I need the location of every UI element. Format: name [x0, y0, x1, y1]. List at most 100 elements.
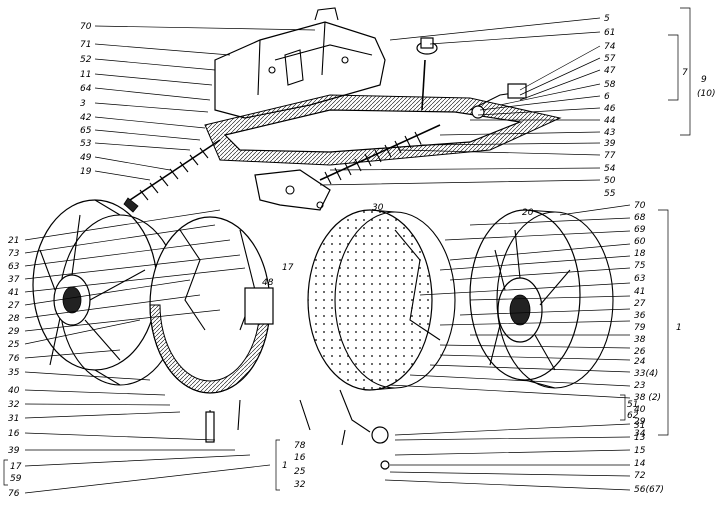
label: 36 [634, 311, 646, 321]
label: 40 [8, 386, 20, 396]
label: 68 [634, 213, 646, 223]
label: 37 [8, 275, 20, 285]
label: 52 [80, 55, 92, 65]
label: 63 [634, 274, 646, 284]
label: 32 [294, 480, 306, 490]
label: 34 [634, 429, 646, 439]
label: 62 [627, 411, 639, 421]
label: 64 [80, 84, 92, 94]
label: 27 [634, 299, 646, 309]
label: 76 [8, 354, 20, 364]
label: 42 [80, 113, 92, 123]
label: 71 [80, 40, 91, 50]
label: 17 [282, 263, 294, 273]
label: 38 (2) [634, 393, 661, 403]
label: 61 [604, 28, 615, 38]
label: 53 [80, 139, 92, 149]
group-label: 1 [282, 461, 288, 471]
lever-bracket [254, 169, 331, 211]
label: 23 [634, 381, 646, 391]
label: 3 [80, 99, 86, 109]
label: 58 [604, 80, 616, 90]
label: 47 [604, 66, 616, 76]
label: 29 [8, 327, 20, 337]
pin-b [341, 429, 346, 446]
group-label: 7 [682, 68, 688, 78]
label: 46 [604, 104, 616, 114]
group-brackets [3, 7, 691, 491]
label: 29 [634, 417, 646, 427]
label: 54 [604, 164, 616, 174]
label: 76 [8, 489, 20, 499]
pin-a [299, 399, 311, 431]
group-label: 1 [676, 323, 682, 333]
connector [469, 83, 527, 119]
label: 16 [294, 453, 306, 463]
group-label: (10) [697, 89, 715, 99]
label: 21 [8, 236, 19, 246]
label: 56(67) [634, 485, 664, 495]
label: 11 [80, 70, 91, 80]
label: 30 [372, 203, 384, 213]
spring-left [123, 139, 221, 213]
label: 51 [627, 400, 638, 410]
label: 6 [604, 92, 610, 102]
label: 40 [634, 405, 646, 415]
spring-right [319, 124, 441, 185]
label: 39 [604, 139, 616, 149]
label: 78 [294, 441, 306, 451]
label: 14 [634, 459, 646, 469]
label: 19 [80, 167, 92, 177]
label: 73 [8, 249, 20, 259]
brake-drum-left [32, 199, 181, 386]
label: 79 [634, 323, 646, 333]
label: 50 [604, 176, 616, 186]
label: 57 [604, 54, 616, 64]
top-housing [214, 7, 386, 119]
label: 24 [634, 357, 646, 367]
label: 20 [522, 208, 534, 218]
label: 25 [294, 467, 306, 477]
label: 38 [634, 335, 646, 345]
label: 63 [8, 262, 20, 272]
label: 32 [8, 400, 20, 410]
label: 25 [8, 340, 20, 350]
label: 31 [8, 414, 19, 424]
group-label: 9 [701, 75, 707, 85]
label: 48 [262, 278, 274, 288]
label: 49 [80, 153, 92, 163]
label: 44 [604, 116, 616, 126]
label: 75 [634, 261, 646, 271]
label: 16 [8, 429, 20, 439]
leader-lines [24, 17, 631, 494]
label: 5 [604, 14, 610, 24]
shoe-assembly-center [307, 209, 456, 470]
label: 43 [604, 128, 616, 138]
shoe-assembly-left [149, 216, 274, 443]
label: 41 [634, 287, 645, 297]
labels-left: 70 71 52 11 64 3 42 65 53 49 19 21 73 63… [8, 22, 92, 499]
label: 31 [634, 421, 645, 431]
label: 77 [604, 151, 616, 161]
valve-pin [416, 37, 438, 111]
label: 28 [8, 314, 20, 324]
label: 65 [80, 126, 92, 136]
label: 69 [634, 225, 646, 235]
label: 35 [8, 368, 20, 378]
group-labels: 9 7 (10) 1 1 [282, 68, 715, 471]
label: 27 [8, 301, 20, 311]
label: 70 [80, 22, 92, 32]
label: 17 [10, 462, 22, 472]
label: 60 [634, 237, 646, 247]
label: 55 [604, 189, 616, 199]
gasket-frame [204, 94, 562, 166]
labels-inner: 17 48 30 20 78 16 25 32 [262, 203, 534, 490]
label: 15 [634, 446, 646, 456]
labels-right: 5 61 74 57 47 58 6 46 44 43 39 77 54 50 … [604, 14, 664, 495]
label: 74 [604, 42, 616, 52]
label: 26 [634, 347, 646, 357]
brake-drum-right [469, 209, 614, 389]
label: 13 [634, 433, 646, 443]
label: 70 [634, 201, 646, 211]
